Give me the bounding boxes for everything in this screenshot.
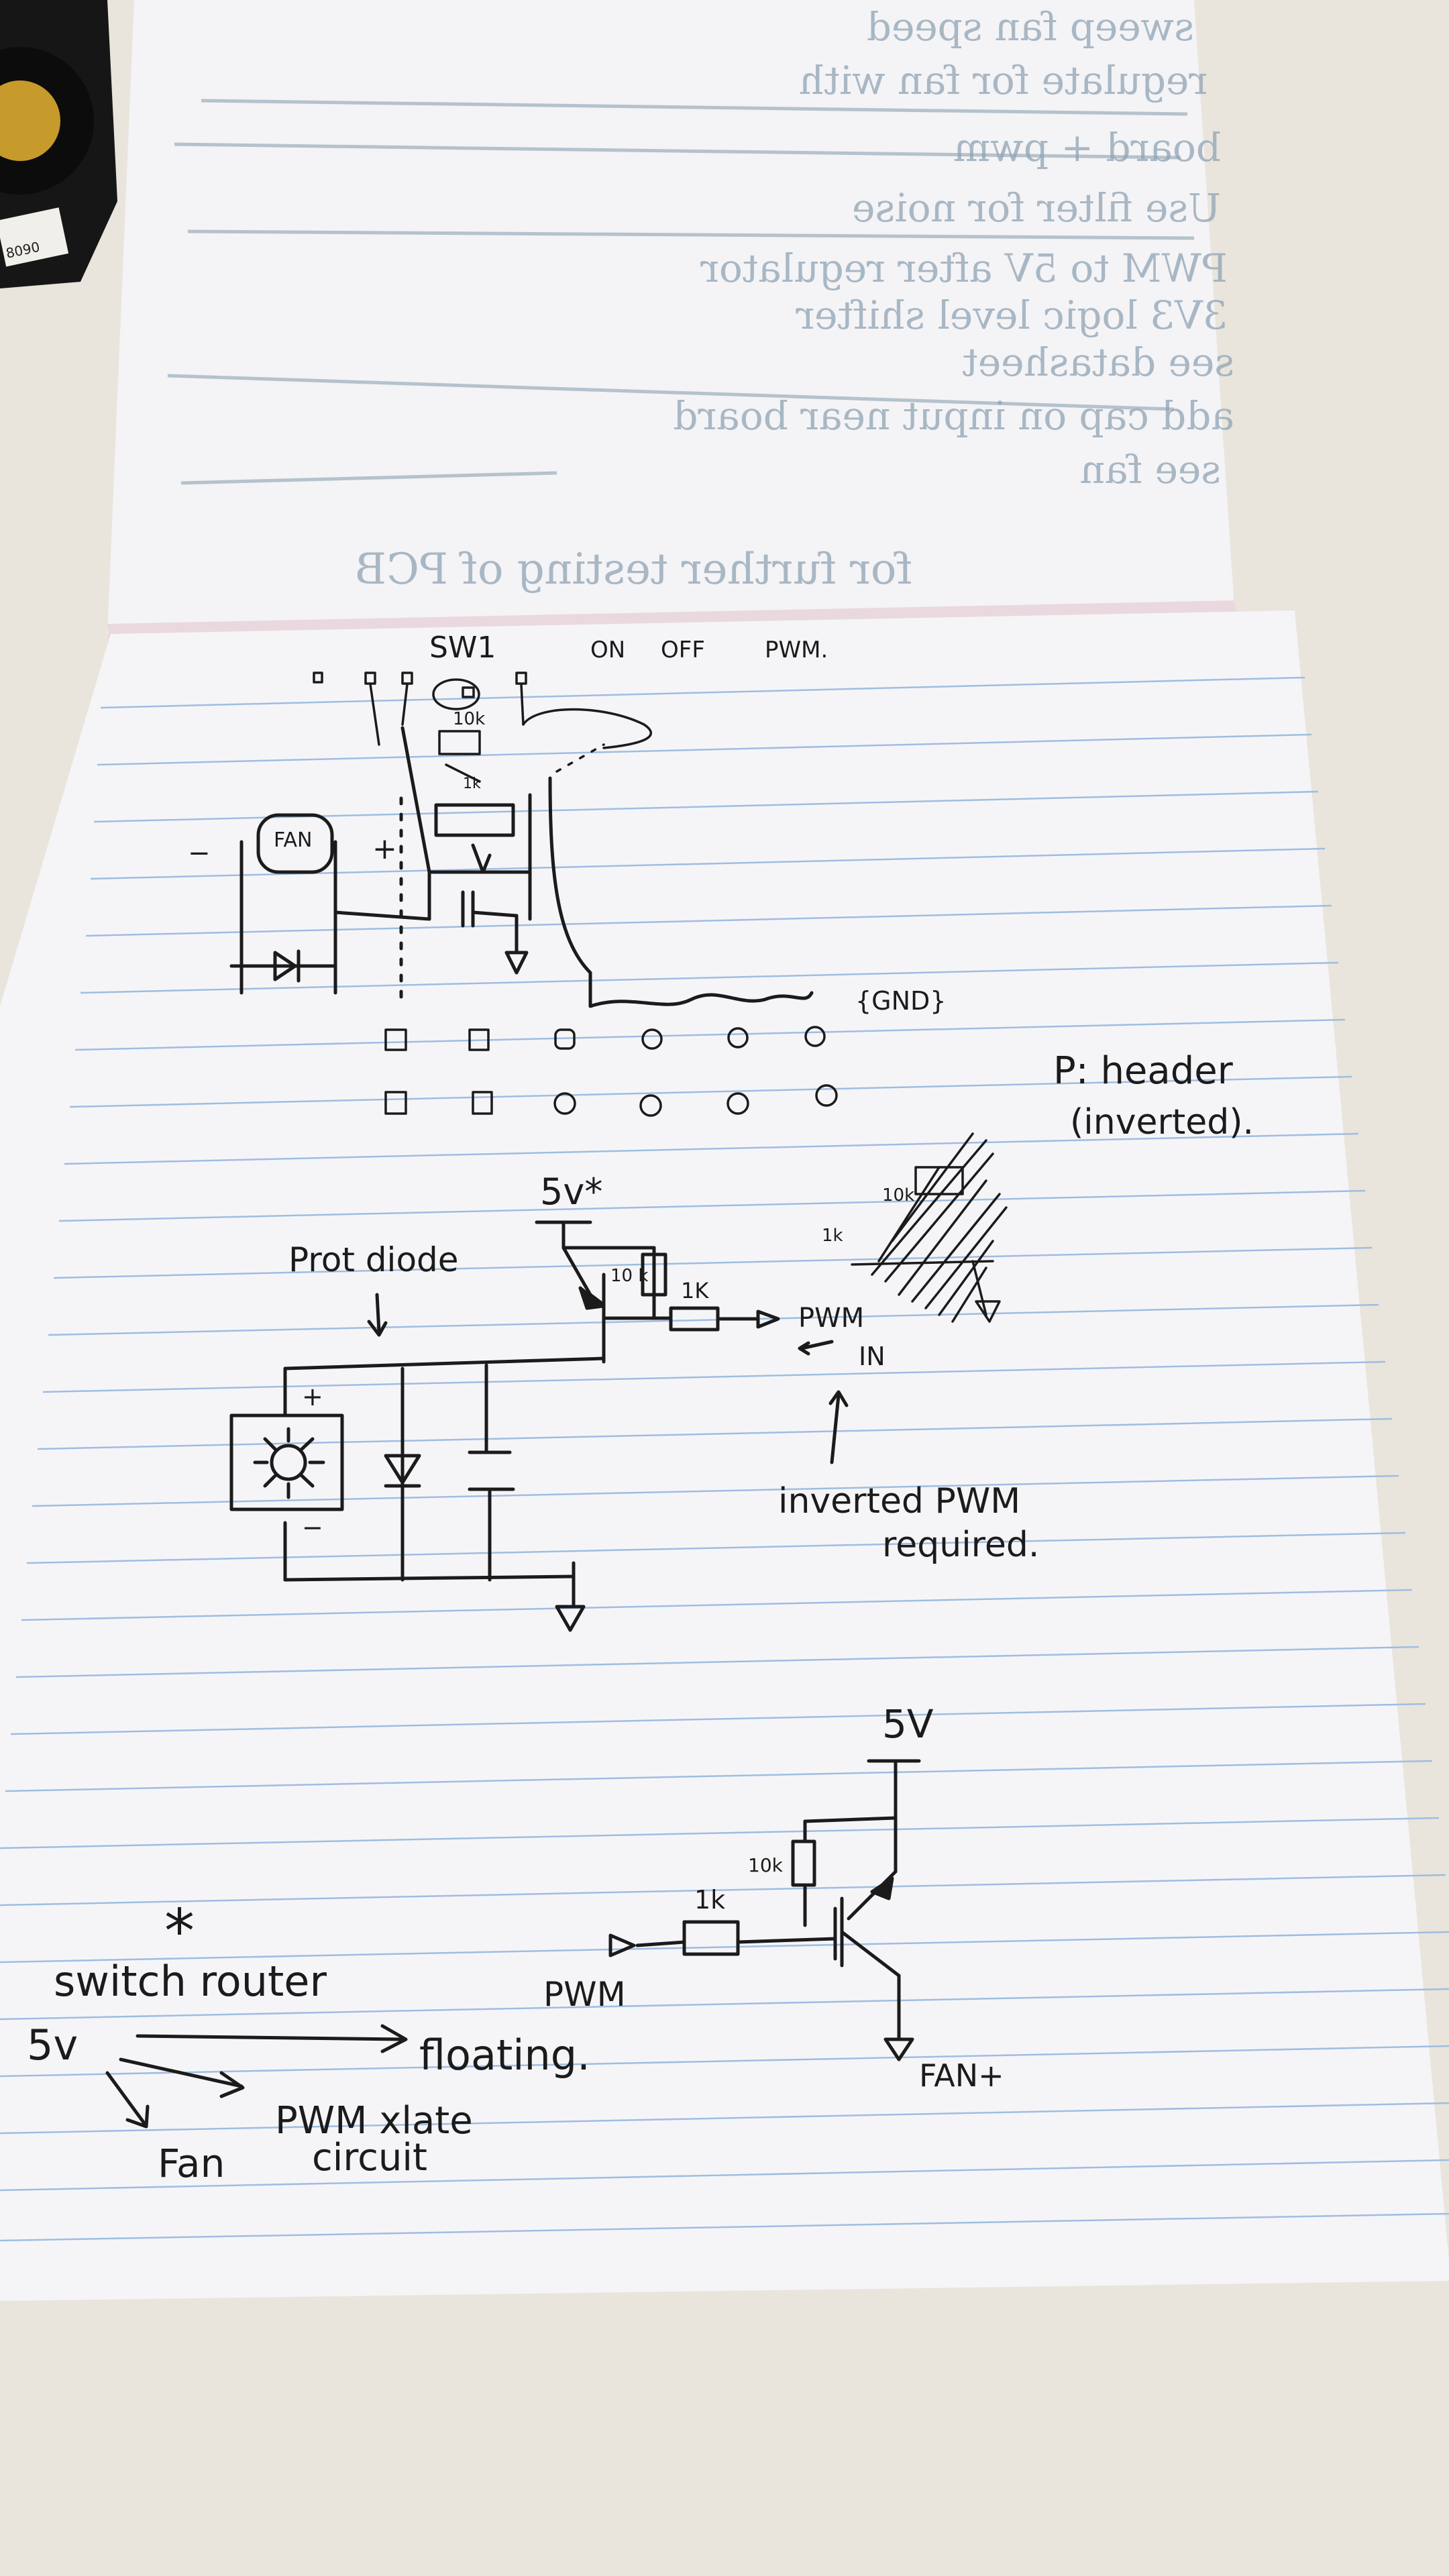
circuit1-diode-note: Prot diode: [288, 1240, 459, 1279]
circuit1-input-sub: IN: [859, 1342, 885, 1371]
ruled-lines: [0, 676, 1449, 2242]
svg-text:see datasheet: see datasheet: [962, 339, 1234, 385]
footnote-arrows: [105, 2024, 408, 2129]
circuit2-wiring: [608, 1759, 921, 2061]
header-note-line-1: P: header: [1053, 1049, 1234, 1093]
circuit1-minus: −: [302, 1513, 323, 1542]
footnote-target-floating: floating.: [419, 2031, 590, 2080]
fan-object: 8090: [0, 0, 117, 288]
scribbled-sketch: 10k 1k: [822, 1132, 1008, 1323]
header-trace: [399, 776, 814, 1008]
header-sketch: SW1 ON OFF PWM. 10k 1k: [188, 631, 1254, 1142]
svg-text:Use filter for noise: Use filter for noise: [852, 185, 1221, 231]
footnote-target-circuit-line-2: circuit: [312, 2136, 427, 2180]
header-fan: [229, 813, 431, 995]
switch-position-pwm: PWM.: [765, 637, 828, 663]
circuit1-res-pullup: 10 k: [610, 1266, 648, 1286]
circuit1-wiring: [283, 1220, 849, 1632]
svg-text:PWM to 5V after regulator: PWM to 5V after regulator: [700, 246, 1228, 291]
footnote-target-fan: Fan: [158, 2141, 225, 2186]
bleed-through-scribbles: sweep fan speed regulate for fan with bo…: [355, 4, 1234, 594]
svg-text:board + pwm: board + pwm: [953, 125, 1221, 170]
svg-text:for further testing of PCB: for further testing of PCB: [355, 545, 912, 594]
upper-page: sweep fan speed regulate for fan with bo…: [107, 0, 1238, 641]
circuit2-res-base: 1k: [694, 1885, 725, 1915]
circuit1-supply-label: 5v*: [540, 1171, 602, 1213]
header-note-line-2: (inverted).: [1070, 1102, 1254, 1142]
circuit1-fan-symbol: [229, 1413, 344, 1511]
switch-pins: [313, 672, 653, 773]
circuit2-res-pullup: 10k: [748, 1854, 784, 1876]
svg-text:regulate for fan with: regulate for fan with: [799, 58, 1208, 103]
header-gnd-label: {GND}: [855, 986, 947, 1016]
svg-text:see fan: see fan: [1080, 447, 1221, 492]
scribbled-res-10k: 10k: [882, 1185, 914, 1205]
footnote-target-circuit-line-1: PWM xlate: [275, 2099, 473, 2143]
circuit2-input-label: PWM: [543, 1975, 626, 2014]
svg-text:3V3 logic level shifter: 3V3 logic level shifter: [796, 292, 1228, 338]
pin-header-row-2: [384, 1084, 838, 1117]
footnote-title: switch router: [54, 1957, 327, 2006]
circuit1-plus: +: [302, 1382, 323, 1411]
header-plus-label: +: [372, 832, 397, 866]
header-res-10k: 10k: [453, 709, 485, 729]
scribbled-res-1k: 1k: [822, 1226, 843, 1246]
header-transistor: [400, 726, 532, 975]
header-res-1k: 1k: [463, 775, 481, 792]
circuit1-res-base: 1K: [681, 1278, 709, 1303]
footnote-marker: *: [164, 1896, 195, 1967]
circuit-2: 5V 10k 1k PWM FAN+: [543, 1701, 1004, 2094]
lined-page: [0, 610, 1449, 2301]
switch-position-off: OFF: [661, 637, 705, 663]
footnote-source: 5v: [27, 2021, 78, 2070]
header-resistors: [432, 678, 481, 783]
circuit1-note-line-1: inverted PWM: [778, 1481, 1020, 1521]
footnote: * switch router 5v floating. Fan PWM xla…: [27, 1896, 590, 2186]
circuit-1: 5v* Prot diode: [229, 1171, 1039, 1632]
pin-header-row-1: [384, 1026, 826, 1051]
circuit1-input-label: PWM: [798, 1303, 864, 1334]
header-minus-label: −: [188, 838, 211, 869]
circuit1-note-line-2: required.: [882, 1525, 1039, 1565]
switch-label: SW1: [429, 631, 496, 665]
svg-text:add cap on input near board: add cap on input near board: [673, 393, 1234, 439]
circuit2-supply-label: 5V: [882, 1701, 934, 1747]
circuit2-output-label: FAN+: [919, 2057, 1004, 2094]
bleed-through-lines: [167, 99, 1195, 485]
switch-position-on: ON: [590, 637, 625, 663]
header-fan-label: FAN: [274, 828, 312, 852]
svg-text:sweep fan speed: sweep fan speed: [867, 4, 1194, 50]
